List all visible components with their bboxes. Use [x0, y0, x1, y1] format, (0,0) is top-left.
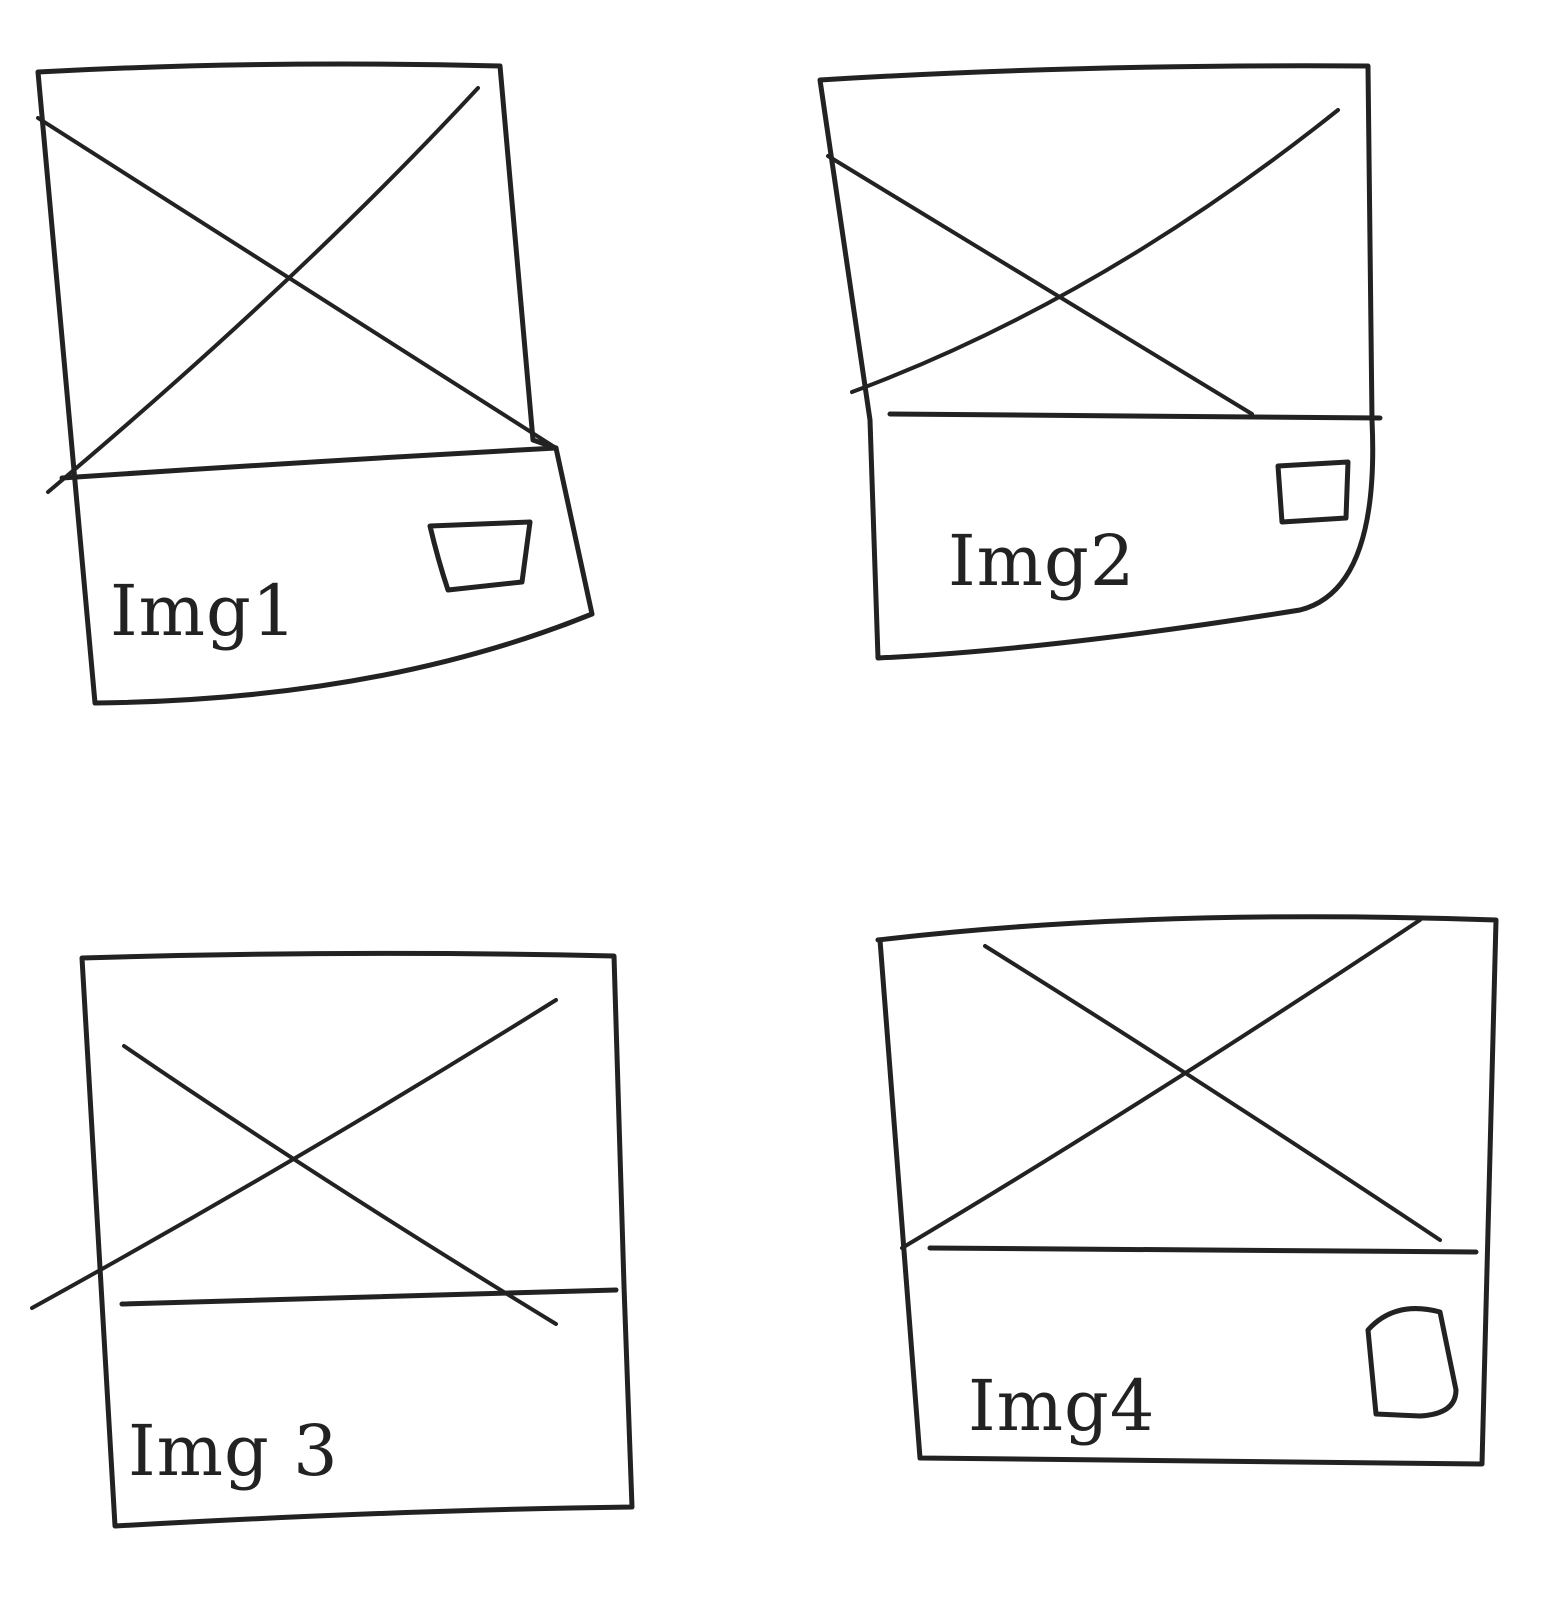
card-1-checkbox[interactable] [427, 519, 533, 593]
card-3-image-placeholder[interactable] [30, 998, 558, 1326]
card-4-placeholder-cross-line-a [983, 944, 1442, 1242]
card-1-placeholder-cross-line-b [46, 86, 480, 494]
card-4-outline [875, 914, 1499, 1467]
card-4-divider [927, 1245, 1479, 1255]
image-card-2[interactable]: Img2 [817, 63, 1383, 661]
card-1-divider [59, 445, 559, 481]
card-2-divider [887, 411, 1383, 421]
card-2-outline [817, 63, 1376, 661]
card-2-checkbox[interactable] [1275, 459, 1351, 525]
image-card-4[interactable]: Img4 [875, 914, 1499, 1467]
card-3-placeholder-cross-line-a [122, 1044, 558, 1326]
card-1-image-placeholder[interactable] [36, 86, 558, 494]
card-4-placeholder-cross-line-b [900, 918, 1422, 1250]
card-2-label: Img2 [948, 520, 1135, 602]
card-1-placeholder-cross-line-a [36, 116, 558, 450]
image-card-1[interactable]: Img1 [35, 61, 595, 706]
card-3-label: Img 3 [128, 1410, 339, 1492]
card-1-outline [35, 61, 595, 706]
image-card-3[interactable]: Img 3 [30, 950, 635, 1529]
card-3-divider [119, 1287, 619, 1307]
card-4-label: Img4 [968, 1365, 1155, 1447]
card-1-label: Img1 [110, 570, 297, 652]
card-4-image-placeholder[interactable] [900, 918, 1442, 1250]
card-2-image-placeholder[interactable] [826, 108, 1340, 416]
card-2-placeholder-cross-line-a [826, 154, 1254, 416]
card-2-placeholder-cross-line-b [850, 108, 1340, 394]
card-3-outline [79, 950, 635, 1529]
card-4-checkbox[interactable] [1365, 1306, 1459, 1419]
card-3-placeholder-cross-line-b [30, 998, 558, 1310]
